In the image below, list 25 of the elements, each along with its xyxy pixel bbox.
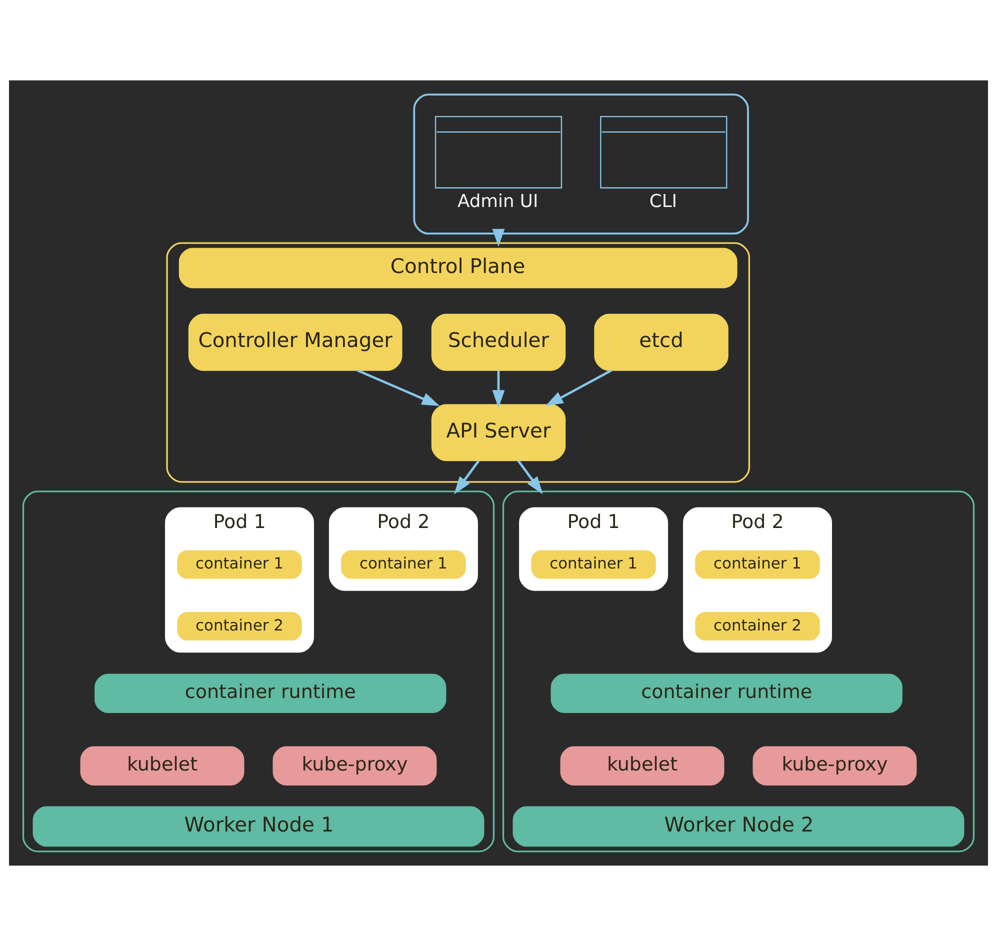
node-box: container runtime [550, 674, 902, 713]
arrow [454, 460, 480, 494]
arrow [516, 460, 542, 494]
node-box: container 1 [694, 550, 820, 579]
node-box: container 2 [176, 612, 302, 641]
node-box: container 2 [694, 612, 820, 641]
node-label: Admin UI [457, 190, 538, 212]
node-box: container 1 [530, 550, 656, 579]
node-label: CLI [648, 190, 677, 212]
node-box: Controller Manager [188, 314, 402, 371]
arrow [356, 369, 440, 406]
node-box: kube-proxy [752, 746, 916, 786]
node-box: API Server [430, 404, 566, 462]
node-box: etcd [594, 314, 728, 371]
node-box: kube-proxy [272, 746, 436, 786]
node-box: container 1 [176, 550, 302, 579]
node-box: container runtime [94, 674, 446, 713]
node-box: Scheduler [430, 314, 566, 371]
arrow [492, 370, 504, 408]
node-box: kubelet [560, 746, 724, 786]
cluster [412, 94, 748, 235]
node-box: container 1 [340, 550, 466, 579]
arrow [492, 228, 504, 247]
arrow [544, 369, 612, 406]
node-box: kubelet [80, 746, 244, 786]
